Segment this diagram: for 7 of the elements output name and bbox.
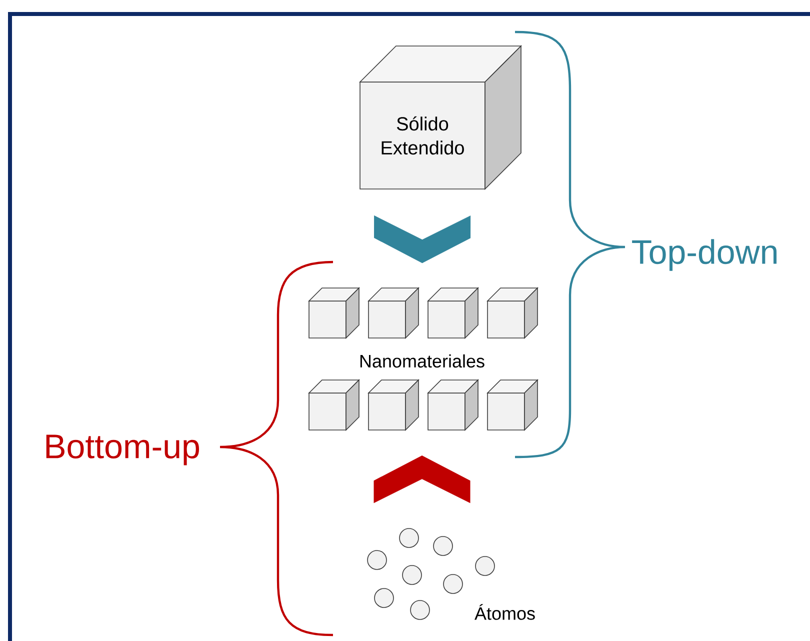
chevron-arrow (374, 216, 471, 264)
node-label: Nanomateriales (360, 354, 484, 368)
node-label: Átomos (474, 604, 535, 620)
chevron-arrow (374, 456, 470, 503)
atoms-drawing: Átomos (367, 528, 535, 620)
brace-label: Bottom-up (46, 434, 199, 466)
brace-label: Top-down (632, 239, 777, 271)
